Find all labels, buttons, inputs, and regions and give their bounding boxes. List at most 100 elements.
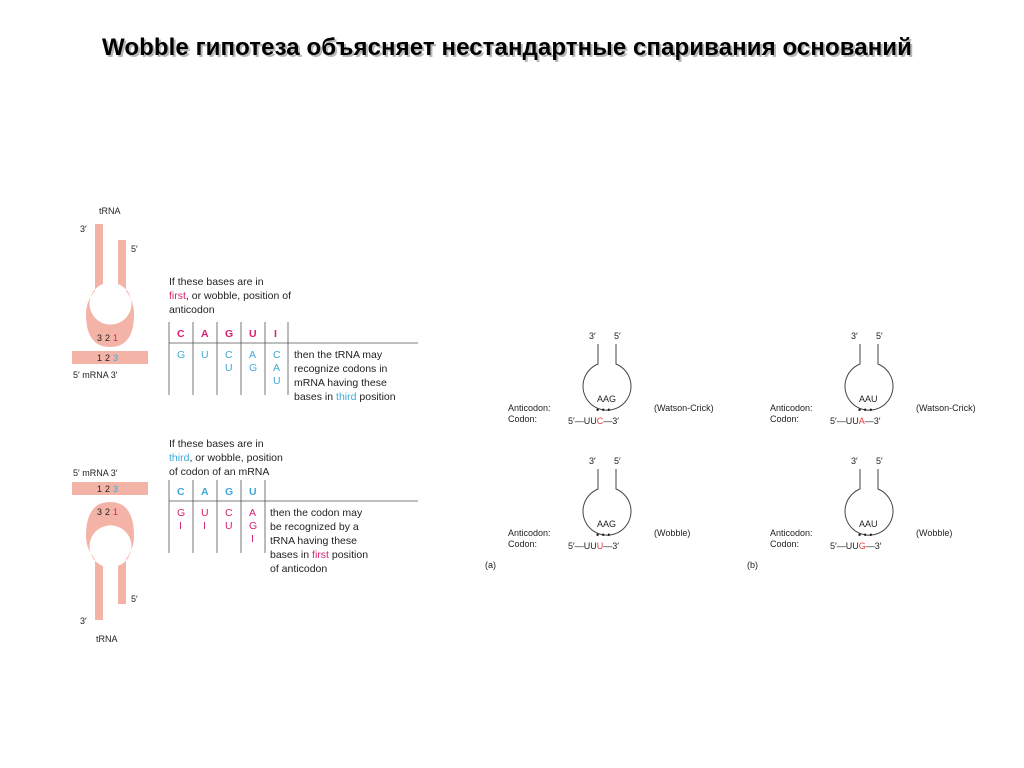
five-prime-label: 5′ [876, 331, 883, 341]
anticodon-position-1: 1 [113, 333, 118, 343]
anticodon-label: Anticodon: [508, 528, 551, 538]
anticodon-label: Anticodon: [508, 403, 551, 413]
codon-position-3: 3 [113, 353, 118, 363]
five-prime-label: 5′ [876, 456, 883, 466]
anticodon-label: Anticodon: [770, 403, 813, 413]
codon-position-2: 2 [105, 484, 110, 494]
panel-a-wobble: 3′ 5′ AAG • • • Anticodon: Codon: 5′—UUU… [485, 456, 690, 570]
result-line: of anticodon [270, 563, 327, 575]
anticodon-sequence: AAG [597, 394, 616, 404]
result-line: then the codon may [270, 507, 363, 519]
codon-wobble-base: U [597, 541, 604, 551]
codon-sequence: 5′—UUU—3′ [568, 541, 619, 551]
anticodon-sequence: AAU [859, 394, 878, 404]
result-line: be recognized by a [270, 521, 359, 533]
trna-bottom-figure: 5′ mRNA 3′ 1 2 3 3 2 1 5′ 3′ tRNA [72, 468, 148, 644]
pairing-type: (Wobble) [916, 528, 952, 538]
paired-base: U [201, 507, 209, 519]
result-text: position [329, 549, 368, 561]
codon-position-1: 1 [97, 484, 102, 494]
caption-line: of codon of an mRNA [169, 466, 269, 478]
codon-end: 5′— [568, 541, 584, 551]
codon-end: —3′ [865, 416, 881, 426]
pairing-type: (Wobble) [654, 528, 690, 538]
five-prime-label: 5′ [614, 456, 621, 466]
paired-base: U [225, 520, 233, 532]
panel-b-watson-crick: 3′ 5′ AAU • • • Anticodon: Codon: 5′—UUA… [770, 331, 976, 426]
anticodon-position-3: 3 [97, 507, 102, 517]
paired-base: G [177, 349, 185, 361]
base-pair-dots: • • • [596, 530, 610, 540]
codon-sequence: 5′—UUG—3′ [830, 541, 882, 551]
paired-base: G [249, 520, 257, 532]
caption-line: If these bases are in [169, 276, 264, 288]
trna-top-figure: tRNA 3′ 5′ 3 2 1 1 2 3 5′ mRNA 3′ [72, 206, 148, 380]
trna-loop [582, 344, 632, 411]
codon-label: Codon: [508, 414, 537, 424]
caption-line: If these bases are in [169, 438, 264, 450]
caption-highlight: third [169, 452, 190, 464]
anticodon-sequence: AAG [597, 519, 616, 529]
five-prime-label: 5′ [614, 331, 621, 341]
base-pair-dots: • • • [596, 405, 610, 415]
three-prime-label: 3′ [80, 616, 87, 626]
five-prime-label: 5′ [131, 594, 138, 604]
header-base: I [274, 328, 277, 340]
anticodon-label: Anticodon: [770, 528, 813, 538]
codon-wobble-table: If these bases are in third, or wobble, … [168, 438, 418, 575]
result-line: then the tRNA may [294, 349, 383, 361]
result-highlight: first [312, 549, 329, 561]
five-prime-label: 5′ [131, 244, 138, 254]
trna-label: tRNA [96, 634, 118, 644]
anticodon-position-3: 3 [97, 333, 102, 343]
base-pair-dots: • • • [858, 405, 872, 415]
codon-end: 5′— [830, 416, 846, 426]
paired-base: U [273, 375, 281, 387]
result-text: position [356, 391, 395, 403]
result-line: bases in third position [294, 391, 396, 403]
panel-label: (a) [485, 560, 496, 570]
caption-text: , or wobble, position [189, 452, 283, 464]
codon-label: Codon: [770, 414, 799, 424]
mrna-label: 5′ mRNA 3′ [73, 468, 118, 478]
panel-label: (b) [747, 560, 758, 570]
paired-base: A [249, 349, 256, 361]
paired-base: I [203, 520, 206, 532]
three-prime-label: 3′ [851, 331, 858, 341]
codon-position-2: 2 [105, 353, 110, 363]
header-base: U [249, 486, 257, 498]
paired-base: C [225, 349, 233, 361]
codon-bases: UU [584, 541, 597, 551]
paired-base: I [251, 533, 254, 545]
anticodon-position-2: 2 [105, 333, 110, 343]
codon-bases: UU [584, 416, 597, 426]
codon-position-1: 1 [97, 353, 102, 363]
paired-base: A [273, 362, 280, 374]
caption-line: first, or wobble, position of [169, 290, 291, 302]
pairing-type: (Watson-Crick) [654, 403, 714, 413]
codon-end: 5′— [568, 416, 584, 426]
codon-label: Codon: [508, 539, 537, 549]
codon-sequence: 5′—UUA—3′ [830, 416, 881, 426]
result-text: bases in [270, 549, 312, 561]
header-base: C [177, 328, 185, 340]
three-prime-label: 3′ [851, 456, 858, 466]
base-pair-dots: • • • [858, 530, 872, 540]
caption-line: anticodon [169, 304, 215, 316]
codon-end: —3′ [866, 541, 882, 551]
paired-base: G [177, 507, 185, 519]
result-text: bases in [294, 391, 336, 403]
trna-label: tRNA [99, 206, 121, 216]
header-base: A [201, 486, 209, 498]
three-prime-label: 3′ [80, 224, 87, 234]
anticodon-sequence: AAU [859, 519, 878, 529]
header-base: G [225, 486, 233, 498]
result-line: mRNA having these [294, 377, 387, 389]
result-highlight: third [336, 391, 357, 403]
codon-wobble-base: A [859, 416, 865, 426]
trna-body [86, 502, 134, 620]
codon-end: 5′— [830, 541, 846, 551]
anticodon-position-2: 2 [105, 507, 110, 517]
codon-end: —3′ [603, 416, 619, 426]
trna-loop [582, 469, 632, 536]
